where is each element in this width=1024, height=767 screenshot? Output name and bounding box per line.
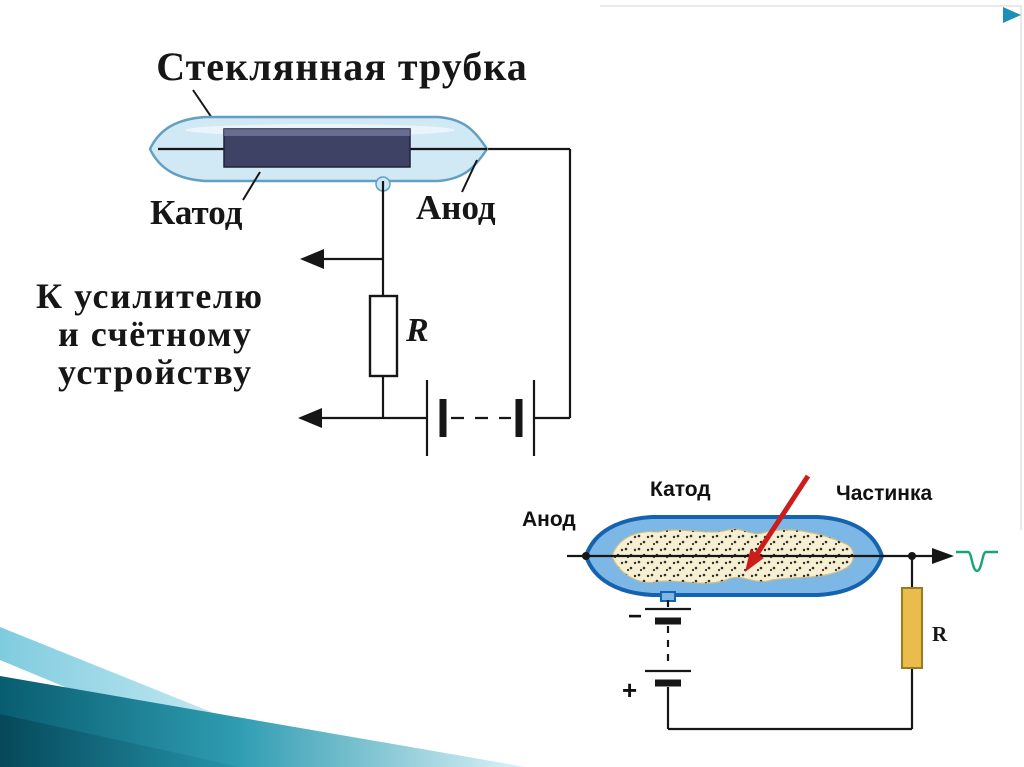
pulse-waveform-icon — [956, 550, 998, 573]
top-diagram: Стеклянная трубка Катод Анод R — [36, 44, 572, 456]
particle-label: Частинка — [836, 482, 933, 505]
cathode-pointer-line — [242, 171, 261, 201]
left-arrow-icon — [300, 249, 324, 269]
resistor-bottom — [901, 587, 923, 669]
corner-dark-triangle — [0, 714, 240, 767]
amplifier-text: К усилителю и счётному устройству — [36, 276, 264, 392]
svg-text:устройству: устройству — [58, 352, 253, 392]
svg-text:и счётному: и счётному — [58, 314, 253, 354]
tube-bottom-stem — [660, 591, 676, 602]
battery-minus-label: − — [628, 603, 642, 630]
resistor-label-bottom: R — [932, 622, 948, 646]
cathode-plate-highlight — [224, 129, 410, 136]
battery-plus-label: + — [622, 675, 637, 705]
resistor-top — [368, 294, 399, 378]
anode-label: Анод — [416, 188, 496, 227]
left-arrow-icon — [298, 408, 322, 428]
anode-label: Анод — [522, 508, 576, 531]
anode-terminal-dot — [582, 552, 590, 560]
battery-icon — [425, 380, 536, 456]
particle-arrow-line — [754, 474, 811, 556]
glass-tube-title: Стеклянная трубка — [156, 44, 527, 89]
svg-text:К усилителю: К усилителю — [36, 276, 264, 316]
cathode-label: Катод — [650, 478, 711, 501]
right-arrow-icon — [932, 548, 954, 564]
slide-frame-lines — [600, 5, 1022, 530]
bottom-diagram: − + R Анод Катод Частинка — [522, 474, 998, 731]
resistor-label-top: R — [405, 312, 429, 349]
cathode-label: Катод — [150, 193, 243, 232]
particle-arrow-head — [745, 549, 764, 572]
corner-decoration — [0, 627, 526, 767]
title-pointer-line — [192, 89, 213, 119]
battery-icon — [645, 600, 691, 687]
corner-accent-icon — [1003, 7, 1021, 23]
anode-pointer-line — [461, 159, 478, 193]
